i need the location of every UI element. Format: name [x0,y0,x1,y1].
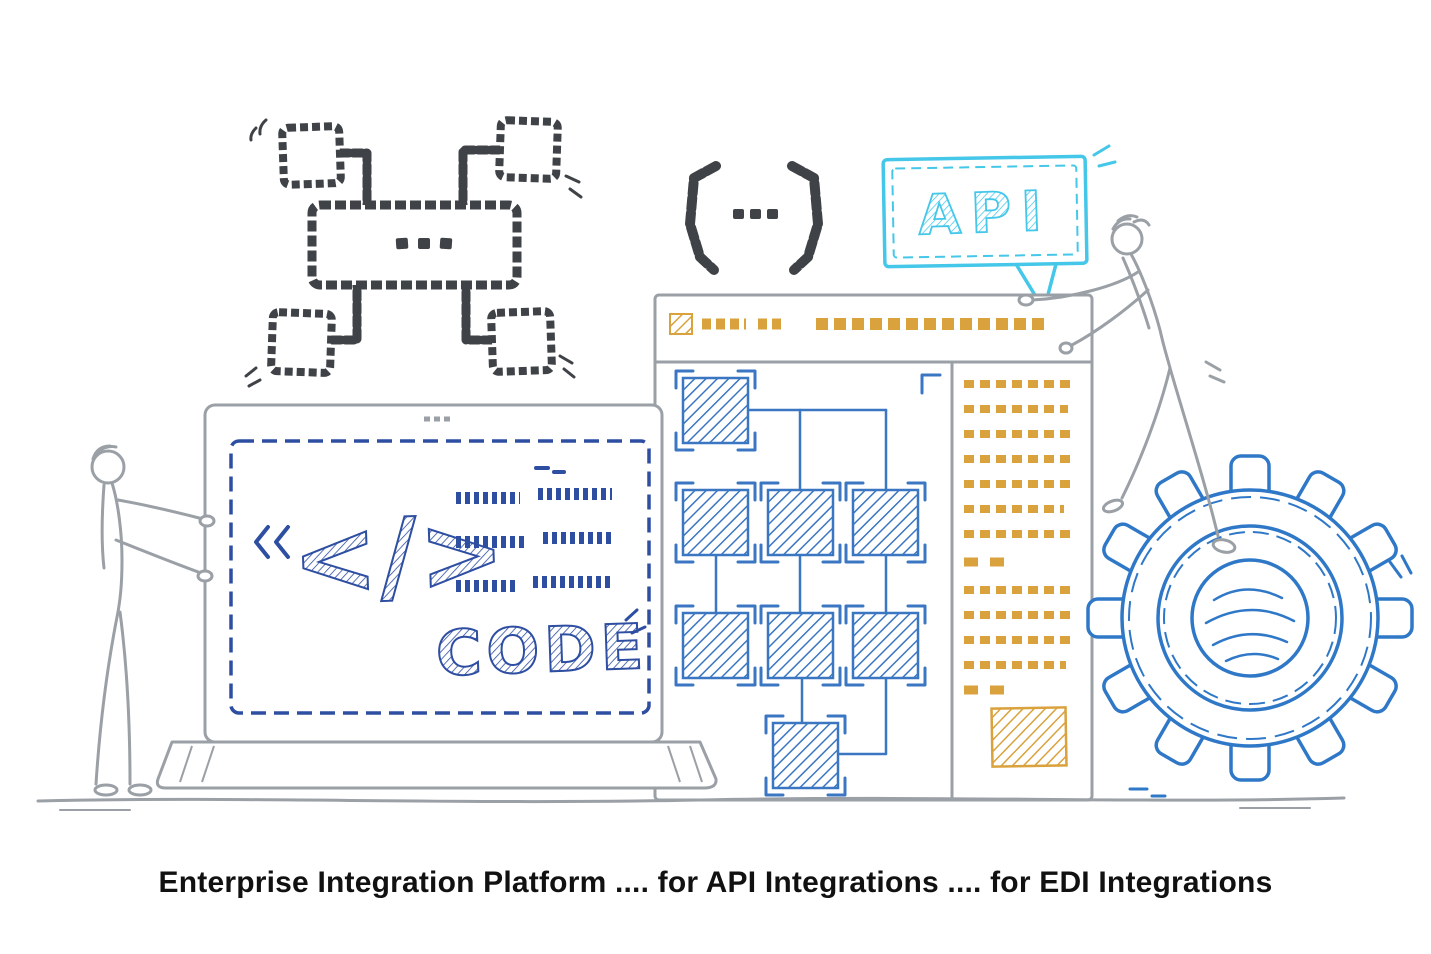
person-foot [127,783,153,797]
code-brackets-icon [685,161,823,275]
flowchart-node [844,604,927,687]
person-leg [1168,366,1220,538]
bracket-dot [733,209,744,219]
code-symbol: </> [290,493,508,619]
gear-icon [1086,454,1414,798]
sidebar-highlight-square [990,706,1068,768]
person-motion-marks [1204,360,1226,384]
api-speech-bubble: API [881,144,1117,312]
flowchart-node [759,481,842,564]
person-arm [114,538,203,575]
hub-connector [335,148,372,210]
laptop-base-hatch [179,745,703,783]
flowchart-node [674,604,757,687]
right-bracket [787,161,823,275]
sidebar-panel [964,380,1076,768]
hub-connector [458,145,505,210]
gear-teeth [1086,454,1414,782]
ground-line [36,796,1346,811]
person-leg [118,610,132,786]
gear-motion-marks [1128,554,1413,798]
code-screen-border [229,439,651,715]
hub-node [267,308,336,377]
hub-node [278,122,345,189]
flowchart-node [674,481,757,564]
person-torso [110,481,124,614]
person-torso [1129,252,1172,370]
hub-center-node [307,200,522,290]
person-hair [1111,214,1151,231]
hub-connector [461,280,497,345]
browser-header [669,313,1046,335]
flowchart-node [764,714,847,797]
person-leg [1120,366,1172,500]
person-hand [196,569,214,583]
person-foot [1101,498,1125,514]
network-hub-icon [244,116,583,388]
left-bracket [685,161,721,275]
bracket-dot [767,209,778,219]
bubble-box-inner [891,164,1079,259]
api-label: API [917,179,1052,248]
person-arm [116,498,205,521]
code-lines-ticks [534,466,566,474]
hub-connector [327,280,362,345]
person-head [90,449,126,485]
header-badge [669,313,693,335]
person-arm [1070,288,1150,347]
hub-dot [439,237,453,250]
flowchart-node [674,369,757,452]
person-torso [100,483,106,570]
chevrons-icon [254,525,290,559]
gear-mid-ring-sketch [1163,531,1337,705]
person-hand [198,514,216,528]
code-label: CODE [435,610,649,690]
bubble-box [881,154,1089,269]
person-arm [1030,270,1140,302]
code-screen: </> CODE [229,439,651,715]
person-head [1110,222,1144,256]
standing-person [90,444,216,797]
gear-outer-ring-sketch [1128,496,1372,740]
flowchart-node [844,481,927,564]
code-lines [456,488,615,592]
person-hand [1017,293,1035,307]
laptop: </> CODE [155,403,718,790]
gear-hub-scribble [1204,588,1296,663]
code-label-marks [624,608,647,635]
person-foot [1211,538,1237,554]
person-hand [1058,341,1074,355]
caption: Enterprise Integration Platform .... for… [158,866,1273,899]
person-torso [1121,256,1151,330]
person-hair [91,444,118,461]
laptop-base [155,740,718,790]
person-leg [94,610,120,786]
hub-motion-marks [244,118,583,388]
flowchart-node [759,604,842,687]
hub-dot [395,237,409,250]
browser-window [653,293,1094,802]
flowchart [674,369,942,797]
person-foot [93,783,119,797]
flowchart-connectors [714,373,942,756]
gear-hub [1190,558,1310,678]
hub-node [487,307,556,376]
bracket-dot [750,209,761,219]
bubble-motion-marks [1092,144,1117,168]
hub-node [495,116,562,183]
hub-dot [418,238,430,249]
climbing-person [1017,214,1237,554]
